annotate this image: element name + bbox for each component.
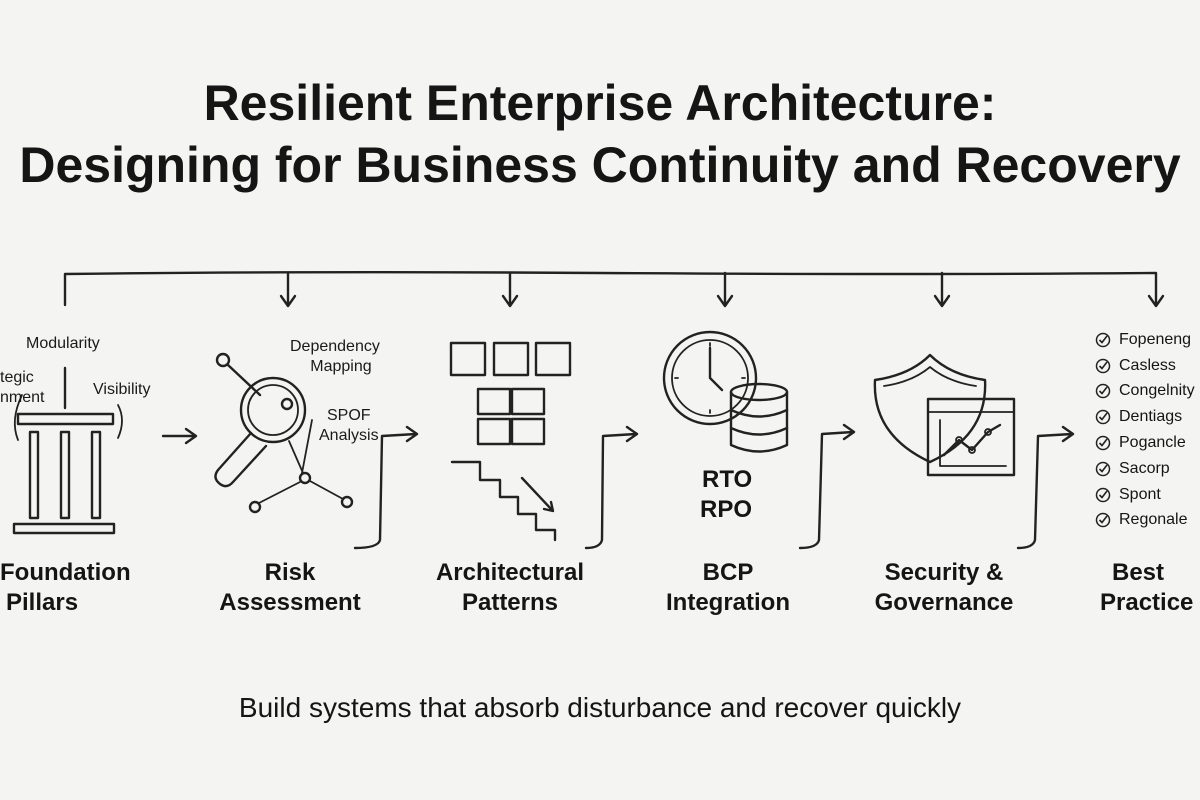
arrow-right-icon — [1016, 425, 1075, 550]
annotation-dependency-line-1: Dependency — [290, 338, 380, 355]
checklist-item-label: Casless — [1119, 356, 1176, 374]
checklist-item: Pogancle — [1095, 430, 1195, 456]
stage-label-line-2: Patterns — [461, 589, 559, 616]
annotation-strategic-line-1: tegic — [0, 369, 34, 386]
checklist-item: Casless — [1095, 353, 1195, 379]
stage-label-line-2: Pillars — [6, 589, 79, 616]
check-circle-icon — [1095, 487, 1111, 502]
checklist-item: Spont — [1095, 482, 1195, 508]
diagram-title-line-2: Designing for Business Continuity and Re… — [19, 137, 1181, 193]
checklist-item: Regonale — [1095, 508, 1195, 534]
annotation-visibility: Visibility — [93, 381, 151, 398]
stage-label-security-governance: Security & Governance — [844, 558, 1044, 618]
check-circle-icon — [1095, 513, 1111, 528]
checklist-item: Dentiags — [1095, 404, 1195, 430]
check-circle-icon — [1095, 410, 1111, 425]
annotation-strategic-line-2: nment — [0, 389, 45, 406]
arrow-right-icon — [584, 425, 639, 550]
blocks-stairs-icon — [449, 341, 572, 542]
diagram-title-line-1: Resilient Enterprise Architecture: — [203, 75, 997, 131]
stage-label-line-1: Security & — [884, 559, 1004, 586]
stage-label-risk-assessment: Risk Assessment — [190, 558, 390, 618]
annotation-dependency-line-2: Mapping — [310, 358, 372, 375]
stage-label-line-2: Integration — [666, 589, 790, 616]
checklist-item-label: Dentiags — [1119, 408, 1183, 426]
checklist-item-label: Sacorp — [1119, 459, 1170, 477]
annotation-modularity: Modularity — [26, 335, 100, 352]
stage-label-bcp-integration: BCP Integration — [628, 558, 828, 618]
stage-label-line-2: Practice — [1100, 589, 1194, 616]
arrow-right-icon — [798, 423, 856, 550]
check-circle-icon — [1095, 384, 1111, 399]
flow-arrows — [161, 423, 1075, 550]
metric-rto: RTO — [702, 466, 753, 493]
stage-label-line-2: Governance — [874, 589, 1014, 616]
shield-chart-icon — [873, 353, 1016, 477]
annotation-dependency-mapping: Dependency Mapping — [290, 337, 380, 377]
check-circle-icon — [1095, 435, 1111, 451]
stage-label-line-1: BCP — [702, 559, 754, 586]
checklist-item-label: Congelnity — [1119, 382, 1195, 400]
tagline: Build systems that absorb disturbance an… — [238, 692, 962, 723]
stage-label-line-1: Risk — [264, 559, 316, 586]
stage-label-foundation-pillars: Foundation Pillars — [0, 558, 132, 618]
best-practice-checklist: Fopeneng Casless Congelnity Dentiags Pog… — [1095, 327, 1195, 533]
checklist-item: Congelnity — [1095, 379, 1195, 405]
stage-label-line-1: Architectural — [435, 559, 585, 586]
check-circle-icon — [1095, 332, 1111, 348]
top-connector-bus — [63, 271, 1165, 308]
checklist-item-label: Spont — [1119, 485, 1161, 503]
checklist-item: Sacorp — [1095, 456, 1195, 482]
clock-database-icon — [662, 330, 789, 453]
check-circle-icon — [1095, 461, 1111, 477]
checklist-item-label: Pogancle — [1119, 434, 1186, 452]
check-circle-icon — [1095, 358, 1111, 373]
stage-label-best-practice: Best Practice — [1090, 558, 1200, 618]
magnifier-network-icon — [214, 352, 354, 514]
checklist-item: Fopeneng — [1095, 327, 1195, 353]
arrow-right-icon — [353, 425, 419, 550]
annotation-spof-analysis: SPOF Analysis — [319, 406, 379, 446]
annotation-spof-line-2: Analysis — [319, 427, 379, 444]
pillars-icon — [12, 366, 123, 535]
annotation-spof-line-1: SPOF — [327, 407, 371, 424]
stage-label-line-1: Foundation — [0, 559, 131, 586]
stage-label-line-2: Assessment — [219, 589, 361, 616]
arrow-right-icon — [161, 427, 198, 445]
metric-rpo: RPO — [700, 496, 753, 523]
stage-label-line-1: Best — [1112, 559, 1165, 586]
stage-label-architectural-patterns: Architectural Patterns — [410, 558, 610, 618]
checklist-item-label: Regonale — [1119, 511, 1188, 529]
checklist-item-label: Fopeneng — [1119, 330, 1192, 348]
